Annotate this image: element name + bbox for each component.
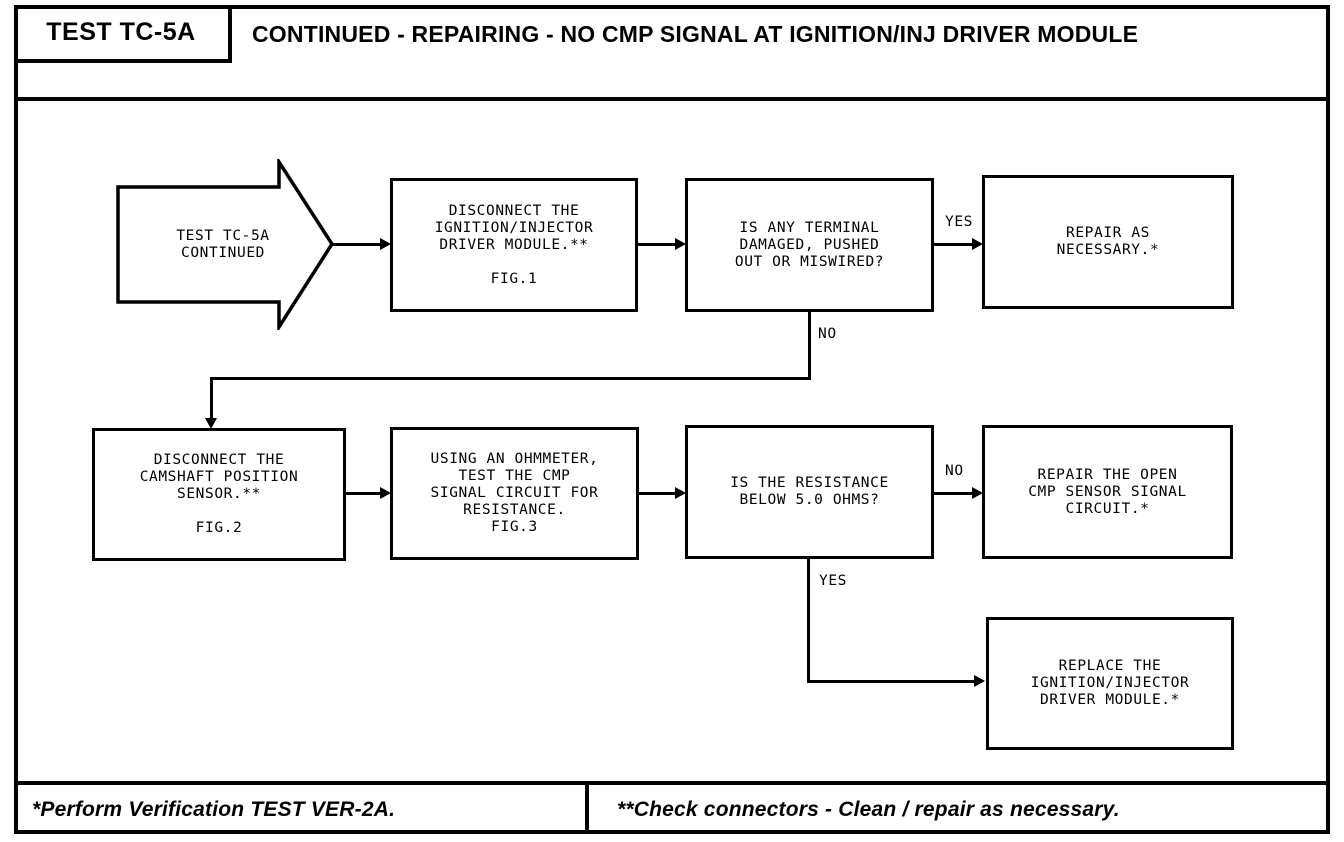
arrowhead-sensor-to-test (380, 487, 391, 499)
arrow-banner-shape (116, 159, 335, 330)
arrowhead-terminal-yes (972, 238, 983, 250)
node-resistance-check-line1: IS THE RESISTANCE (730, 475, 889, 491)
connector-terminal-yes (934, 243, 974, 246)
node-repair-necessary-line2: NECESSARY.* (1056, 242, 1160, 258)
footer-note-single-star-cell: *Perform Verification TEST VER-2A. (14, 785, 581, 834)
node-disconnect-sensor-fig: FIG.2 (195, 520, 243, 536)
connector-resistance-yes-right (807, 680, 978, 683)
node-replace-module: REPLACE THE IGNITION/INJECTOR DRIVER MOD… (986, 617, 1234, 750)
page-title: CONTINUED - REPAIRING - NO CMP SIGNAL AT… (252, 20, 1139, 47)
node-start-text: TEST TC-5A CONTINUED (138, 228, 308, 262)
node-repair-open-circuit-line2: CMP SENSOR SIGNAL (1028, 483, 1187, 500)
node-disconnect-sensor-line1: DISCONNECT THE (153, 452, 285, 468)
node-test-resistance-fig: FIG.3 (491, 519, 538, 535)
node-replace-module-line1: REPLACE THE (1058, 658, 1162, 674)
arrowhead-test-to-resistance (675, 487, 686, 499)
edge-label-resistance-no: NO (945, 463, 964, 479)
connector-terminal-no-drop (210, 377, 213, 421)
node-terminal-check-line3: OUT OR MISWIRED? (734, 253, 885, 270)
node-start-line1: TEST TC-5A (176, 227, 270, 244)
arrowhead-start-to-disconnect (380, 238, 391, 250)
node-disconnect-sensor: DISCONNECT THE CAMSHAFT POSITION SENSOR.… (92, 428, 346, 561)
connector-start-to-disconnect (330, 243, 382, 246)
node-repair-necessary: REPAIR AS NECESSARY.* (982, 175, 1234, 309)
node-terminal-check: IS ANY TERMINAL DAMAGED, PUSHED OUT OR M… (685, 178, 934, 312)
node-test-resistance-line4: RESISTANCE. (463, 502, 566, 518)
footer-note-double-star: **Check connectors - Clean / repair as n… (617, 797, 1120, 821)
header-band: TEST TC-5A CONTINUED - REPAIRING - NO CM… (14, 5, 1330, 101)
node-repair-open-circuit-line3: CIRCUIT.* (1065, 500, 1150, 517)
arrowhead-disconnect-to-terminal (675, 238, 686, 250)
node-resistance-check: IS THE RESISTANCE BELOW 5.0 OHMS? (685, 425, 934, 559)
header-test-id: TEST TC-5A (46, 17, 196, 46)
node-test-resistance-line2: TEST THE CMP (458, 468, 571, 484)
node-disconnect-sensor-line2: CAMSHAFT POSITION (139, 469, 299, 485)
connector-terminal-no-down (808, 312, 811, 379)
connector-resistance-no (934, 492, 974, 495)
node-repair-open-circuit-line1: REPAIR THE OPEN (1037, 466, 1178, 483)
edge-label-terminal-no: NO (818, 326, 837, 342)
node-replace-module-line2: IGNITION/INJECTOR (1030, 675, 1190, 691)
node-disconnect-sensor-line3: SENSOR.** (177, 486, 261, 502)
footer-note-double-star-cell: **Check connectors - Clean / repair as n… (585, 785, 1326, 834)
footer-band: *Perform Verification TEST VER-2A. **Che… (14, 781, 1330, 834)
node-start-banner: TEST TC-5A CONTINUED (116, 159, 335, 330)
header-title-cell: CONTINUED - REPAIRING - NO CMP SIGNAL AT… (236, 5, 1326, 63)
node-resistance-check-line2: BELOW 5.0 OHMS? (739, 492, 880, 508)
header-test-id-cell: TEST TC-5A (14, 5, 232, 63)
footer-note-single-star: *Perform Verification TEST VER-2A. (32, 797, 396, 821)
arrowhead-resistance-yes (974, 675, 985, 687)
node-disconnect-module-line1: DISCONNECT THE (448, 202, 580, 219)
node-disconnect-module: DISCONNECT THE IGNITION/INJECTOR DRIVER … (390, 178, 638, 312)
edge-label-resistance-yes: YES (819, 573, 847, 589)
node-disconnect-module-line3: DRIVER MODULE.** (439, 236, 589, 253)
node-test-resistance: USING AN OHMMETER, TEST THE CMP SIGNAL C… (390, 427, 639, 560)
edge-label-terminal-yes: YES (945, 214, 973, 230)
node-replace-module-line3: DRIVER MODULE.* (1040, 692, 1180, 708)
node-start-line2: CONTINUED (181, 244, 265, 261)
node-test-resistance-line1: USING AN OHMMETER, (430, 451, 599, 467)
connector-test-to-resistance (639, 492, 677, 495)
connector-disconnect-to-terminal (638, 243, 677, 246)
node-disconnect-module-fig: FIG.1 (490, 270, 538, 287)
node-terminal-check-line2: DAMAGED, PUSHED (739, 236, 880, 253)
arrowhead-terminal-no (205, 418, 217, 429)
page-border (14, 5, 1330, 834)
arrowhead-resistance-no (972, 487, 983, 499)
node-repair-open-circuit: REPAIR THE OPEN CMP SENSOR SIGNAL CIRCUI… (982, 425, 1233, 559)
node-repair-necessary-line1: REPAIR AS (1066, 225, 1150, 241)
flowchart-canvas: TEST TC-5A CONTINUED DISCONNECT THE IGNI… (14, 101, 1330, 781)
node-test-resistance-line3: SIGNAL CIRCUIT FOR (430, 485, 599, 501)
connector-terminal-no-left (210, 377, 811, 380)
node-terminal-check-line1: IS ANY TERMINAL (739, 219, 880, 236)
connector-resistance-yes-down (807, 559, 810, 683)
connector-sensor-to-test (346, 492, 383, 495)
node-disconnect-module-line2: IGNITION/INJECTOR (434, 219, 594, 236)
